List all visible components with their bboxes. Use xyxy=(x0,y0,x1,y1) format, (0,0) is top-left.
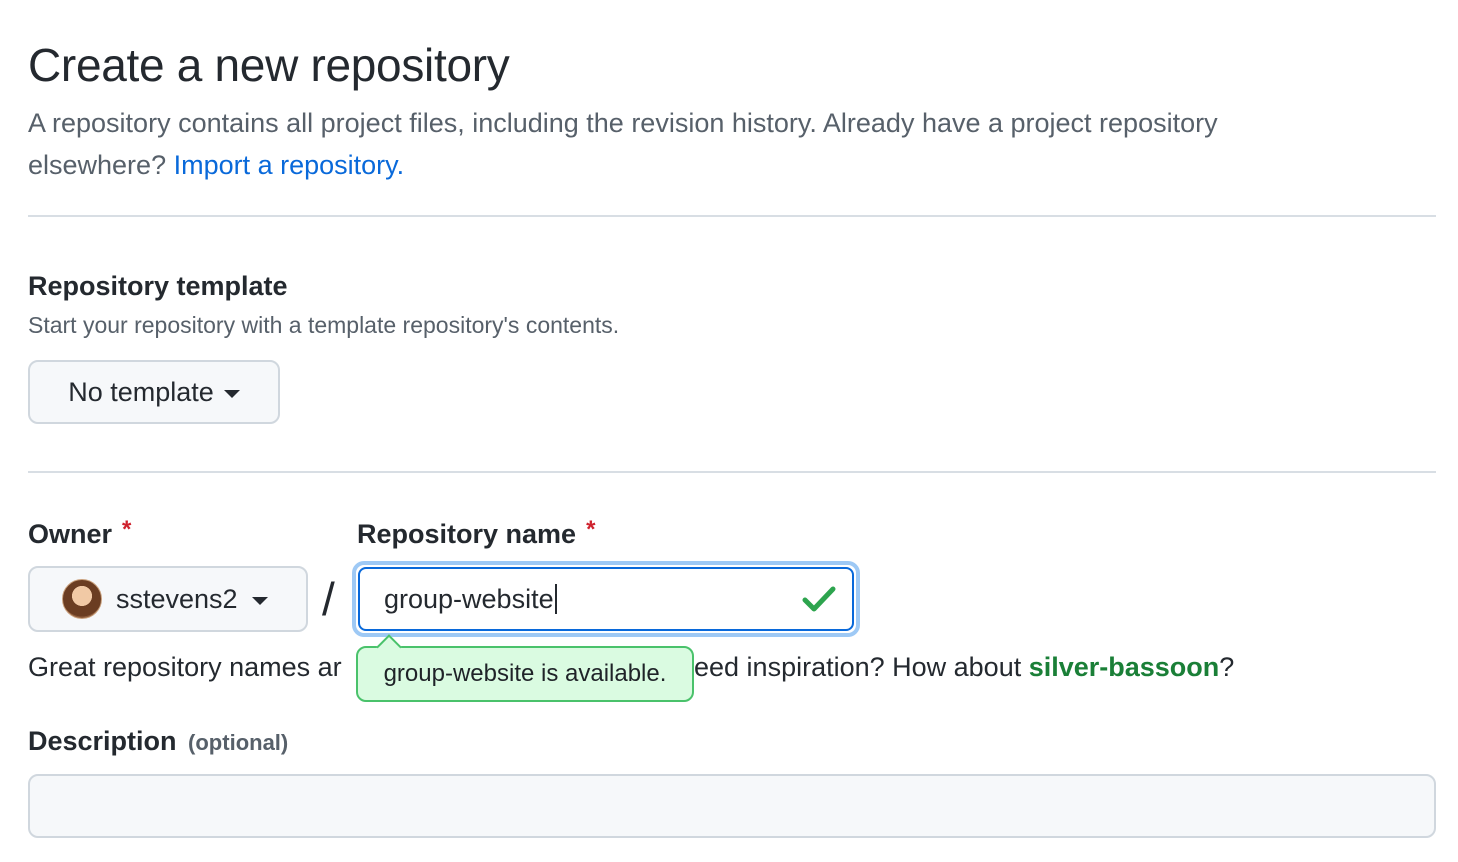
section-divider xyxy=(28,215,1436,217)
repository-name-value: group-website xyxy=(384,583,554,614)
naming-hint-end: leed inspiration? How about silver-basso… xyxy=(688,652,1234,683)
description-label-text: Description xyxy=(28,726,177,756)
description-input[interactable] xyxy=(28,774,1436,838)
owner-label-text: Owner xyxy=(28,519,113,549)
owner-label: Owner * xyxy=(28,516,131,550)
suggested-name[interactable]: silver-bassoon xyxy=(1028,652,1220,682)
required-mark: * xyxy=(122,516,132,543)
template-select-button[interactable]: No template xyxy=(28,360,280,424)
template-button-label: No template xyxy=(68,376,214,407)
avatar xyxy=(62,579,102,619)
intro-text: A repository contains all project files,… xyxy=(28,108,1218,180)
import-repository-link[interactable]: Import a repository. xyxy=(173,150,405,180)
description-label: Description (optional) xyxy=(28,726,288,757)
text-cursor xyxy=(554,584,557,614)
page-intro: A repository contains all project files,… xyxy=(28,102,1358,186)
naming-hint-start: Great repository names ar xyxy=(28,652,342,682)
template-heading: Repository template xyxy=(28,271,288,301)
owner-name-separator: / xyxy=(322,573,335,625)
section-divider xyxy=(28,471,1436,473)
owner-select-button[interactable]: sstevens2 xyxy=(28,566,308,632)
caret-down-icon xyxy=(223,389,240,398)
owner-value: sstevens2 xyxy=(116,583,238,614)
repository-name-focus-ring: group-website xyxy=(352,561,860,637)
page-title: Create a new repository xyxy=(28,39,510,91)
repository-name-input[interactable]: group-website xyxy=(358,567,854,631)
naming-hint-end-mark: ? xyxy=(1219,652,1235,682)
repository-name-label: Repository name * xyxy=(357,516,595,550)
naming-hint-text: leed inspiration? How about xyxy=(688,652,1029,682)
check-icon xyxy=(802,586,836,612)
optional-tag: (optional) xyxy=(188,730,289,755)
caret-down-icon xyxy=(251,596,268,605)
template-note: Start your repository with a template re… xyxy=(28,312,620,338)
repository-name-label-text: Repository name xyxy=(357,519,577,549)
availability-tooltip: group-website is available. xyxy=(356,646,694,702)
required-mark: * xyxy=(586,516,596,543)
